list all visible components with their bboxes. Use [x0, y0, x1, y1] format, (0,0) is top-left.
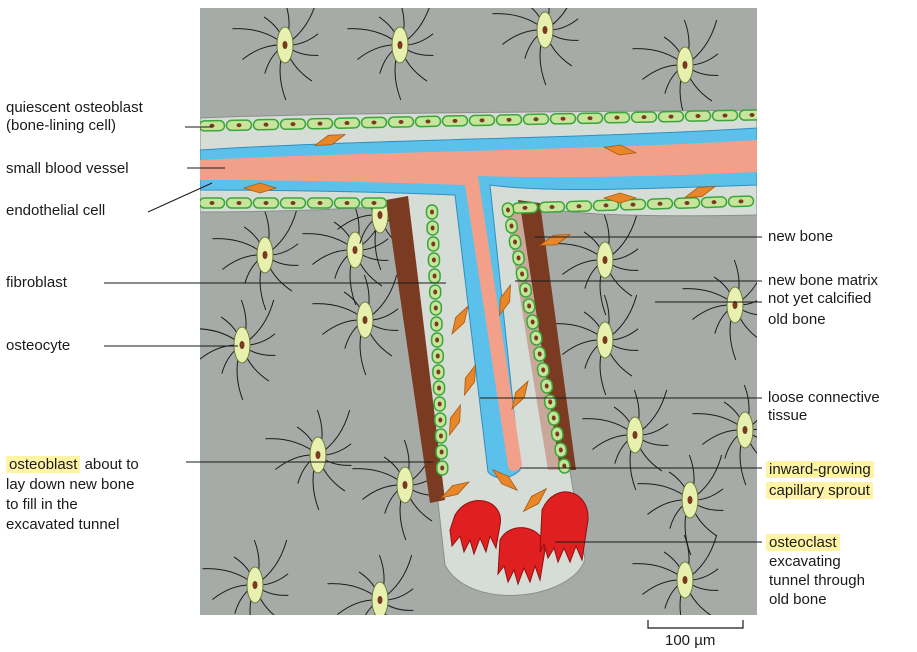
osteoblast-cell: [523, 298, 536, 313]
label-new-bone: new bone: [768, 228, 833, 246]
label-quiescent-osteoblast: quiescent osteoblast(bone-lining cell): [6, 99, 143, 135]
osteoblast-cell: [308, 198, 333, 208]
osteoblast-cell: [604, 112, 629, 122]
label-old-bone: old bone: [768, 293, 826, 329]
osteoblast-cell: [436, 445, 447, 459]
osteoblast-cell: [631, 112, 656, 122]
osteoblast-cell: [554, 442, 567, 457]
scale-bar-label: 100 µm: [665, 632, 715, 650]
scale-bar: [648, 620, 743, 628]
osteoblast-cell: [434, 381, 445, 395]
label-small-blood-vessel: small blood vessel: [6, 160, 129, 178]
osteoblast-cell: [200, 198, 225, 208]
osteoblast-cell: [226, 120, 251, 130]
osteoblast-cell: [539, 202, 564, 213]
osteoblast-cell: [674, 198, 699, 209]
osteoblast-cell: [658, 111, 683, 121]
osteoblast-cell: [430, 285, 441, 299]
osteoblast-cell: [728, 196, 753, 207]
osteoblast-cell: [551, 426, 564, 441]
osteoblast-cell: [533, 346, 546, 361]
osteoblast-cell: [254, 198, 279, 208]
osteoblast-cell: [433, 365, 444, 379]
osteoblast-cell: [435, 429, 446, 443]
osteoblast-cell: [577, 113, 602, 123]
osteoblast-cell: [547, 410, 560, 425]
osteoblast-cell: [505, 218, 518, 233]
osteoblast-cell: [442, 116, 467, 126]
osteoblast-cell: [712, 110, 737, 120]
osteoblast-cell: [432, 349, 443, 363]
osteoblast-cell: [431, 317, 442, 331]
osteoblast-cell: [550, 114, 575, 124]
osteoblast-cell: [469, 115, 494, 125]
osteoblast-cell: [519, 282, 532, 297]
osteoblast-cell: [361, 117, 386, 127]
label-osteocyte: osteocyte: [6, 337, 70, 355]
osteoblast-cell: [516, 266, 529, 281]
osteoblast-cell: [530, 330, 543, 345]
osteoblast-cell: [540, 378, 553, 393]
osteoblast-cell: [334, 118, 359, 128]
osteoblast-cell: [701, 197, 726, 208]
osteoblast-cell: [512, 202, 537, 213]
osteoblast-cell: [427, 205, 438, 219]
osteoblast-cell: [307, 118, 332, 128]
osteoblast-cell: [502, 202, 515, 217]
osteoblast-highlight: osteoblast: [6, 456, 80, 473]
osteoblast-cell: [253, 119, 278, 129]
osteoblast-cell: [415, 116, 440, 126]
osteoblast-cell: [362, 198, 387, 208]
osteoblast-cell: [435, 413, 446, 427]
osteoblast-cell: [509, 234, 522, 249]
osteoblast-cell: [523, 114, 548, 124]
osteoblast-cell: [526, 314, 539, 329]
osteoblast-cell: [434, 397, 445, 411]
osteoblast-cell: [199, 121, 224, 131]
osteoblast-cell: [512, 250, 525, 265]
osteoblast-cell: [428, 253, 439, 267]
osteoblast-cell: [428, 237, 439, 251]
osteoblast-cell: [281, 198, 306, 208]
osteoblast-cell: [335, 198, 360, 208]
osteoblast-cell: [496, 115, 521, 125]
osteoblast-cell: [429, 269, 440, 283]
osteoblast-cell: [432, 333, 443, 347]
osteoblast-cell: [685, 111, 710, 121]
osteoblast-cell: [280, 119, 305, 129]
osteoblast-cell: [227, 198, 252, 208]
osteoblast-cell: [558, 458, 571, 473]
osteoblast-cell: [430, 301, 441, 315]
label-endothelial-cell: endothelial cell: [6, 202, 105, 220]
osteoblast-cell: [427, 221, 438, 235]
label-osteoblast: osteoblast about to lay down new bone to…: [6, 455, 139, 535]
osteoblast-cell: [647, 198, 672, 209]
osteoblast-cell: [739, 110, 764, 120]
osteoblast-cell: [566, 201, 591, 212]
label-fibroblast: fibroblast: [6, 274, 67, 292]
osteoblast-cell: [437, 461, 448, 475]
osteoblast-cell: [544, 394, 557, 409]
osteoblast-cell: [388, 117, 413, 127]
osteoblast-cell: [537, 362, 550, 377]
